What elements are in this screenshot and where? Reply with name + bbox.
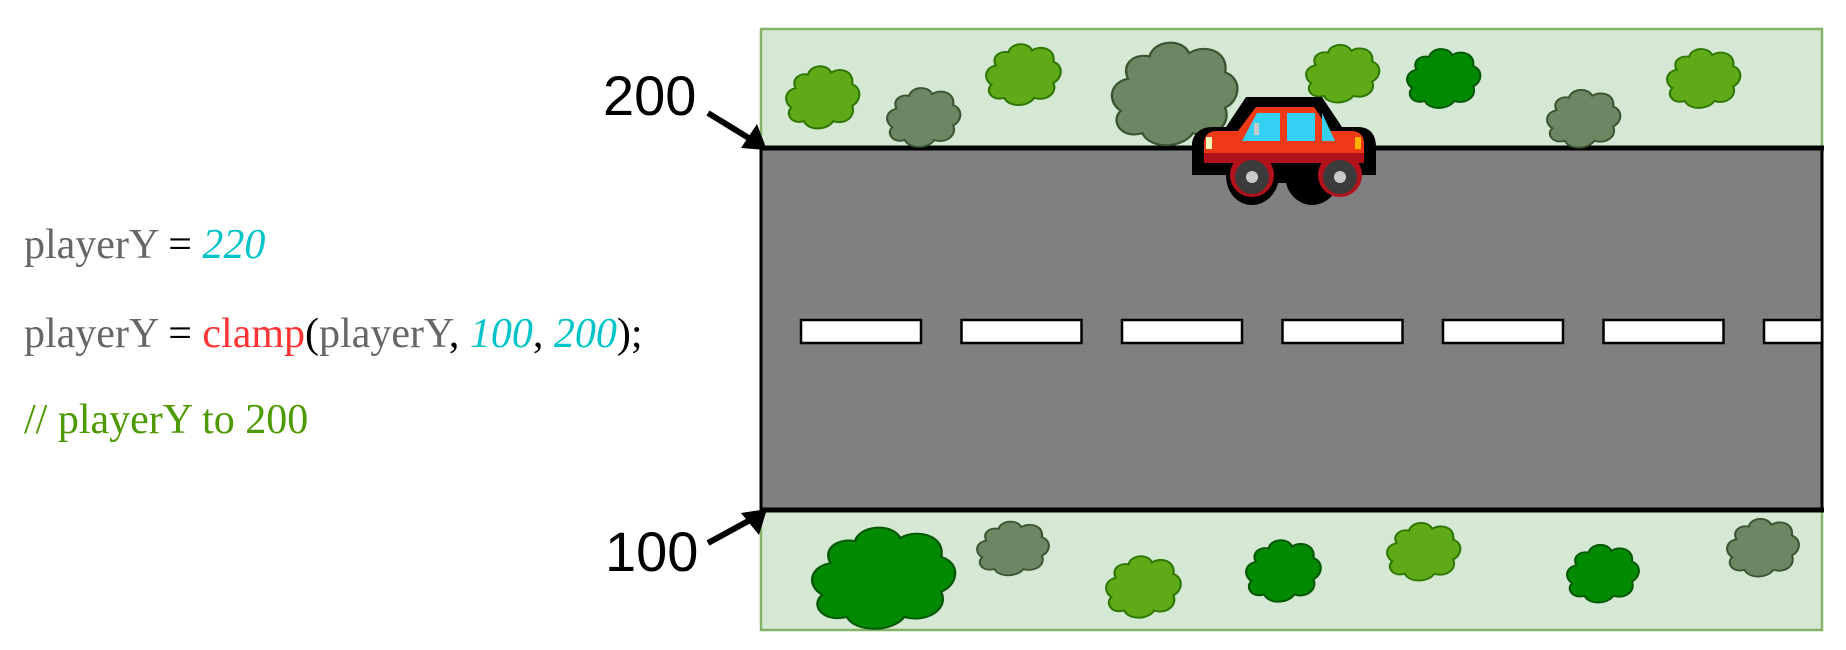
lane-dash <box>799 318 923 345</box>
code-operator: = <box>157 222 203 268</box>
lane-dash <box>1120 318 1244 345</box>
code-value: 220 <box>202 222 266 268</box>
lane-dash <box>1441 318 1565 345</box>
code-sep: , <box>448 311 470 357</box>
code-max: 200 <box>553 311 617 357</box>
car-icon <box>1192 97 1376 205</box>
lane-dashes <box>799 318 1824 345</box>
code-line-assign: playerY = 220 <box>24 224 265 266</box>
code-comment: // playerY to 200 <box>24 397 309 443</box>
code-operator: = <box>157 311 203 357</box>
code-arg: playerY <box>319 311 449 357</box>
lane-dash <box>1281 318 1404 345</box>
lane-dash <box>1602 318 1725 345</box>
arrow-lower-bound <box>706 509 767 546</box>
lower-bound-label: 100 <box>605 520 699 583</box>
code-var: playerY <box>24 222 158 268</box>
arrow-upper-bound <box>706 110 767 150</box>
code-min: 100 <box>469 311 533 357</box>
code-paren-close: ); <box>616 311 643 357</box>
code-sep: , <box>532 311 554 357</box>
upper-bound-label: 200 <box>603 64 697 127</box>
code-line-clamp: playerY = clamp(playerY, 100, 200); <box>24 313 643 355</box>
lane-dash <box>1762 318 1824 345</box>
lane-dash <box>960 318 1083 345</box>
code-paren-open: ( <box>305 311 320 357</box>
code-var: playerY <box>24 311 158 357</box>
code-function: clamp <box>202 311 306 357</box>
